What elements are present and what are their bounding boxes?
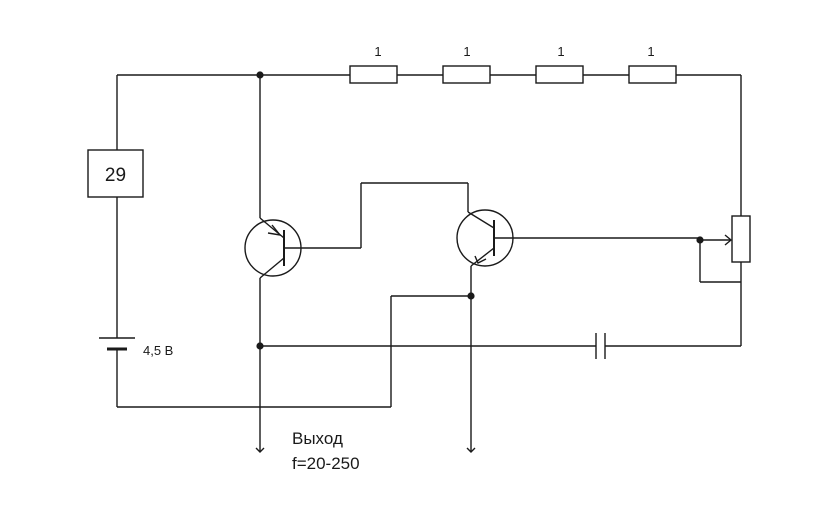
battery-label: 4,5 В bbox=[143, 343, 173, 358]
potentiometer bbox=[731, 215, 751, 263]
capacitor-line bbox=[260, 333, 606, 359]
transistor-1 bbox=[244, 75, 361, 453]
output-label: Выход bbox=[292, 429, 343, 448]
resistor-1 bbox=[349, 65, 398, 84]
block-29: 29 bbox=[87, 149, 144, 198]
resistor-1-label: 1 bbox=[374, 44, 381, 59]
resistor-3-label: 1 bbox=[557, 44, 564, 59]
battery: 4,5 В bbox=[99, 337, 173, 358]
right-branch bbox=[605, 75, 751, 347]
resistor-2-label: 1 bbox=[463, 44, 470, 59]
left-branch bbox=[116, 75, 471, 408]
frequency-label: f=20-250 bbox=[292, 454, 360, 473]
junction-dots bbox=[256, 71, 704, 350]
transistor-2 bbox=[456, 209, 700, 453]
resistor-4-label: 1 bbox=[647, 44, 654, 59]
interstage-link bbox=[360, 182, 469, 248]
block-29-label: 29 bbox=[105, 165, 126, 186]
resistor-2 bbox=[442, 65, 491, 84]
resistor-4 bbox=[628, 65, 677, 84]
resistor-3 bbox=[535, 65, 584, 84]
resistor-chain: 1 1 1 1 bbox=[349, 44, 677, 84]
